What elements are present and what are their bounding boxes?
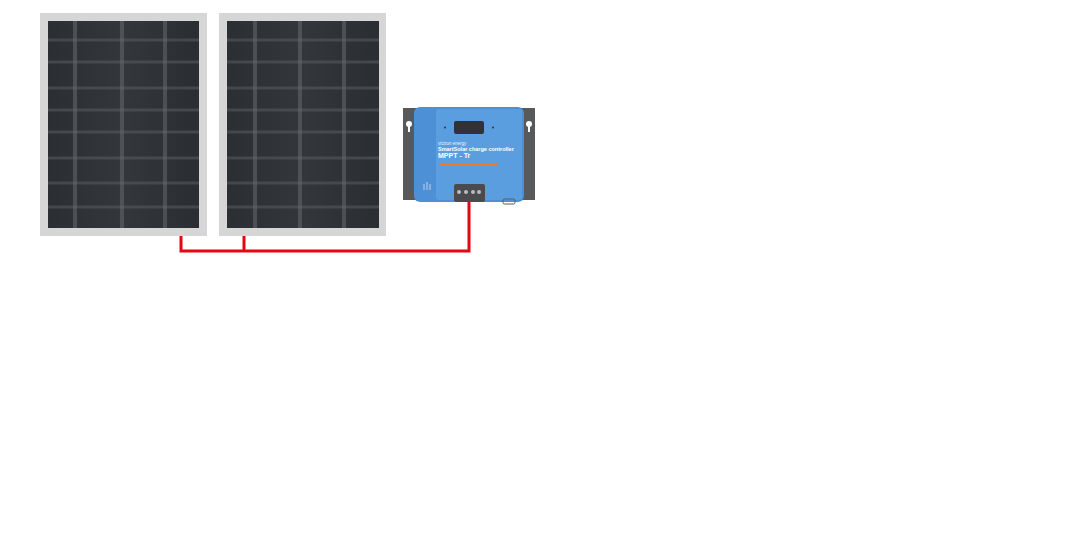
- pv-wiring: [181, 201, 469, 251]
- wire: [181, 201, 469, 251]
- solar-panel: [40, 13, 207, 236]
- keyhole: [408, 124, 410, 132]
- display: [454, 121, 484, 134]
- led: [444, 127, 446, 129]
- product-name: SmartSolar charge controller: [438, 146, 514, 152]
- controller-body: [414, 107, 524, 202]
- charge-controller: [403, 107, 535, 204]
- panel-grid: [227, 21, 379, 228]
- terminal-block: [454, 184, 485, 202]
- brand-name: victron energy: [438, 141, 514, 146]
- keyhole: [528, 124, 530, 132]
- symbol: [424, 182, 430, 190]
- orange-stripe: [440, 163, 497, 166]
- controller-label: victron energySmartSolar charge controll…: [438, 141, 514, 161]
- panel-grid: [48, 21, 199, 228]
- terminals: [457, 190, 481, 194]
- panel-frame: [40, 13, 207, 236]
- wire: [243, 236, 246, 251]
- panel-frame: [219, 13, 386, 236]
- model-name: MPPT - Tr: [438, 152, 514, 160]
- panel-cells: [227, 21, 379, 228]
- cable-gland: [503, 199, 515, 204]
- solar-panel: [219, 13, 386, 236]
- led: [492, 127, 494, 129]
- panel-cells: [48, 21, 199, 228]
